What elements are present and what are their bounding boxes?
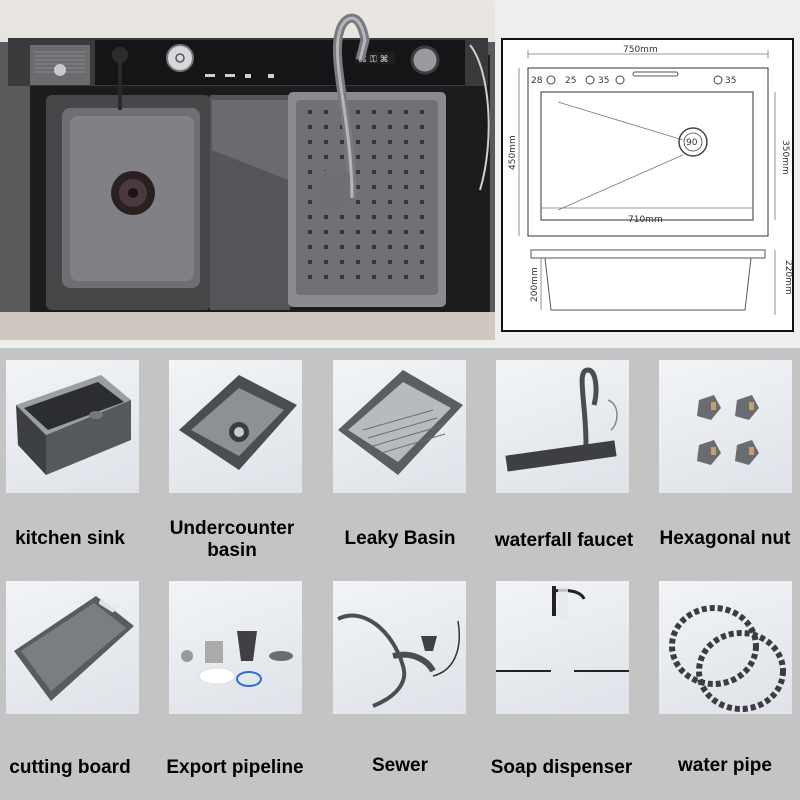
product-label: Sewer [372,755,428,776]
undercounter-basin-icon [179,375,297,470]
top-section: ⌘ ⚿ ⌘ [0,0,800,348]
sink-illustration-icon: ⌘ ⚿ ⌘ [0,13,495,340]
product-label: waterfall faucet [494,530,634,551]
dim-inner-depth: 350mm [780,140,790,175]
product-label: Leaky Basin [344,528,456,549]
product-tile-cutting-board [6,581,139,714]
hole-label-28: 28 [531,76,543,86]
cutting-board-icon [14,596,134,701]
leaky-basin-icon [338,370,463,475]
hole-label-35b: 35 [725,76,736,86]
product-tile-waterfall-faucet [496,360,629,493]
export-pipeline-icon [181,631,293,687]
product-tile-undercounter-basin [169,360,302,493]
product-tile-soap-dispenser [496,581,629,714]
product-tile-water-pipe [659,581,792,714]
hexagonal-nut-icon [697,395,759,465]
soap-dispenser-icon [496,586,629,672]
product-grid: kitchen sink Undercounter basin Leaky Ba… [0,348,800,800]
dim-outer-height: 220mm [783,260,792,295]
product-label: kitchen sink [15,528,125,549]
sink-dimension-drawing-icon: 750mm 710mm 450mm 350mm 220mm 200mm 28 2… [508,45,792,315]
product-tile-sewer [333,581,466,714]
waterfall-faucet-icon [505,367,618,472]
sewer-icon [337,613,460,708]
drain-label: 90 [686,138,698,148]
product-tile-leaky-basin [333,360,466,493]
product-label: Soap dispenser [490,757,633,778]
product-tile-hexagonal-nut [659,360,792,493]
product-tile-kitchen-sink [6,360,139,493]
dim-outer-depth: 450mm [508,135,518,170]
kitchen-sink-icon [16,375,131,475]
hero-sink-photo: ⌘ ⚿ ⌘ [0,0,495,340]
dimension-diagram: 750mm 710mm 450mm 350mm 220mm 200mm 28 2… [501,38,794,332]
dim-inner-height: 200mm [530,267,540,302]
product-label: Export pipeline [166,757,304,778]
hole-label-25: 25 [565,76,576,86]
product-label: Undercounter basin [169,518,295,561]
product-label: cutting board [9,757,131,778]
product-label: Hexagonal nut [659,528,791,549]
water-pipe-icon [669,605,786,712]
dim-top-width: 750mm [623,45,658,55]
svg-text:⌘ ⚿ ⌘: ⌘ ⚿ ⌘ [358,55,389,65]
dim-inner-width: 710mm [628,215,663,225]
hole-label-35a: 35 [598,76,609,86]
product-label: water pipe [678,755,772,776]
product-tile-export-pipeline [169,581,302,714]
